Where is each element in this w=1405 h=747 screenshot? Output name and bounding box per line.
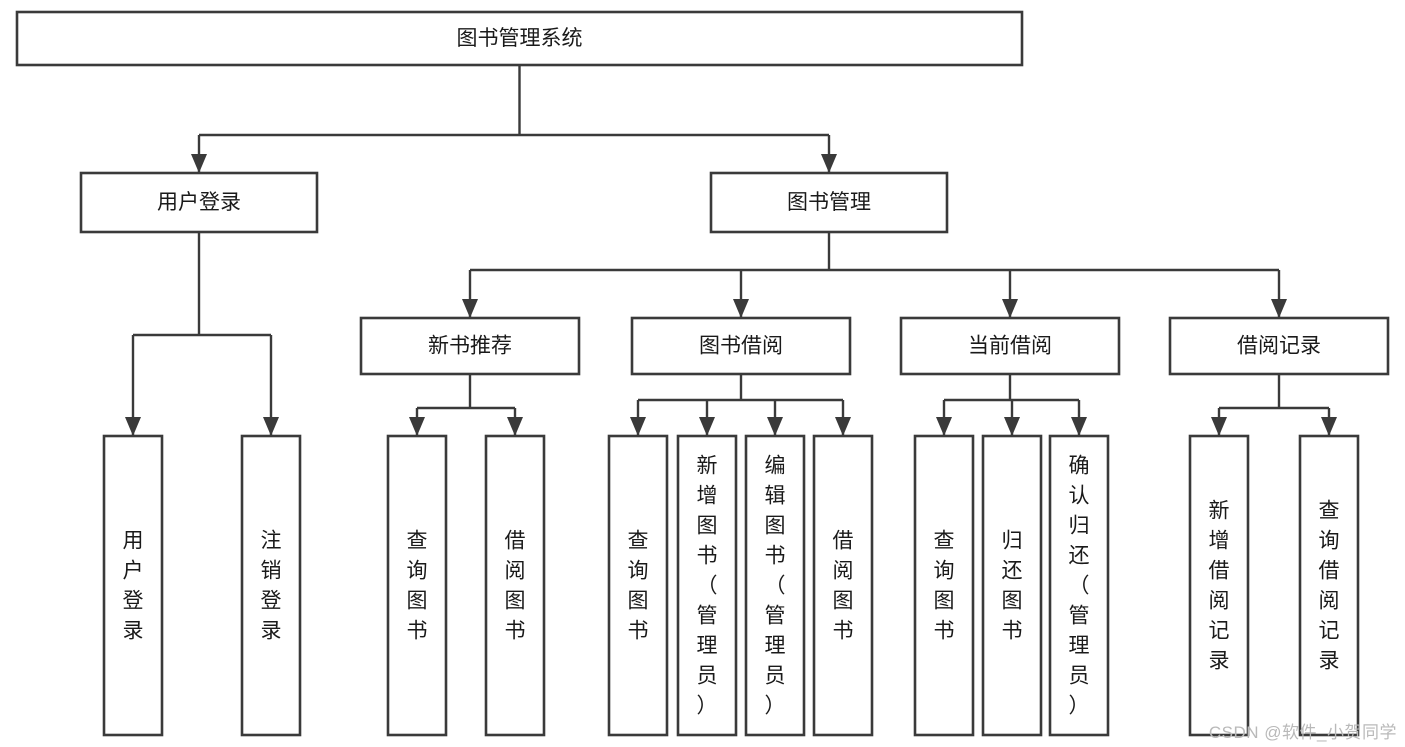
node-box bbox=[812, 434, 874, 737]
arrow-head-icon bbox=[821, 154, 837, 173]
node-leaf-借阅图书[interactable]: 借阅图书 bbox=[484, 434, 546, 737]
node-level2-借阅记录[interactable]: 借阅记录 bbox=[1168, 316, 1390, 376]
node-leaf-确认归还管理员[interactable]: 确认归还（管理员） bbox=[1048, 434, 1110, 737]
node-box bbox=[630, 316, 852, 376]
arrow-head-icon bbox=[1321, 417, 1337, 436]
node-box bbox=[484, 434, 546, 737]
node-label: 新增借阅记录 bbox=[1209, 500, 1230, 673]
node-label: 编辑图书（管理员） bbox=[765, 455, 786, 718]
node-label: 查询借阅记录 bbox=[1319, 500, 1340, 673]
node-level1-用户登录[interactable]: 用户登录 bbox=[79, 171, 319, 234]
node-box bbox=[359, 316, 581, 376]
arrow-head-icon bbox=[1071, 417, 1087, 436]
node-box bbox=[102, 434, 164, 737]
node-label: 图书管理系统 bbox=[457, 27, 583, 50]
node-label: 图书管理 bbox=[787, 191, 871, 214]
node-label: 借阅图书 bbox=[505, 530, 526, 643]
node-label: 归还图书 bbox=[1002, 530, 1023, 643]
node-box bbox=[240, 434, 302, 737]
arrow-head-icon bbox=[1211, 417, 1227, 436]
node-label: 借阅图书 bbox=[833, 530, 854, 643]
watermark-label: CSDN @软件_小贺同学 bbox=[1208, 723, 1397, 742]
connector-layer bbox=[125, 65, 1337, 436]
node-label: 用户登录 bbox=[157, 191, 241, 214]
node-label: 查询图书 bbox=[934, 530, 955, 643]
arrow-head-icon bbox=[462, 299, 478, 318]
arrow-head-icon bbox=[409, 417, 425, 436]
node-leaf-新增借阅记录[interactable]: 新增借阅记录 bbox=[1188, 434, 1250, 737]
node-label: 新增图书（管理员） bbox=[697, 455, 718, 718]
node-level2-图书借阅[interactable]: 图书借阅 bbox=[630, 316, 852, 376]
node-leaf-新增图书管理员[interactable]: 新增图书（管理员） bbox=[676, 434, 738, 737]
node-box bbox=[1298, 434, 1360, 737]
node-label: 当前借阅 bbox=[968, 335, 1052, 358]
arrow-head-icon bbox=[507, 417, 523, 436]
node-leaf-编辑图书管理员[interactable]: 编辑图书（管理员） bbox=[744, 434, 806, 737]
node-leaf-查询图书[interactable]: 查询图书 bbox=[386, 434, 448, 737]
node-box bbox=[1188, 434, 1250, 737]
node-box bbox=[913, 434, 975, 737]
node-level2-当前借阅[interactable]: 当前借阅 bbox=[899, 316, 1121, 376]
node-leaf-查询图书[interactable]: 查询图书 bbox=[913, 434, 975, 737]
node-label: 查询图书 bbox=[628, 530, 649, 643]
node-leaf-用户登录[interactable]: 用户登录 bbox=[102, 434, 164, 737]
node-box bbox=[1168, 316, 1390, 376]
arrow-head-icon bbox=[835, 417, 851, 436]
node-label: 图书借阅 bbox=[699, 335, 783, 358]
node-box bbox=[79, 171, 319, 234]
node-box bbox=[899, 316, 1121, 376]
node-box bbox=[607, 434, 669, 737]
node-level2-新书推荐[interactable]: 新书推荐 bbox=[359, 316, 581, 376]
node-label: 确认归还（管理员） bbox=[1069, 455, 1090, 718]
node-box bbox=[981, 434, 1043, 737]
node-leaf-注销登录[interactable]: 注销登录 bbox=[240, 434, 302, 737]
node-level1-图书管理[interactable]: 图书管理 bbox=[709, 171, 949, 234]
node-leaf-归还图书[interactable]: 归还图书 bbox=[981, 434, 1043, 737]
node-box bbox=[1048, 434, 1110, 737]
node-leaf-借阅图书[interactable]: 借阅图书 bbox=[812, 434, 874, 737]
node-label: 新书推荐 bbox=[428, 335, 512, 358]
node-box bbox=[744, 434, 806, 737]
arrow-head-icon bbox=[733, 299, 749, 318]
arrow-head-icon bbox=[191, 154, 207, 173]
arrow-head-icon bbox=[1271, 299, 1287, 318]
node-box bbox=[386, 434, 448, 737]
node-label: 注销登录 bbox=[261, 530, 282, 643]
node-box bbox=[676, 434, 738, 737]
arrow-head-icon bbox=[125, 417, 141, 436]
arrow-head-icon bbox=[936, 417, 952, 436]
arrow-head-icon bbox=[767, 417, 783, 436]
node-root-图书管理系统[interactable]: 图书管理系统 bbox=[15, 10, 1024, 67]
arrow-head-icon bbox=[630, 417, 646, 436]
arrow-head-icon bbox=[699, 417, 715, 436]
node-layer: 图书管理系统用户登录图书管理新书推荐图书借阅当前借阅借阅记录用户登录注销登录查询… bbox=[15, 10, 1390, 737]
node-box bbox=[15, 10, 1024, 67]
node-label: 用户登录 bbox=[123, 530, 144, 643]
arrow-head-icon bbox=[1002, 299, 1018, 318]
node-label: 借阅记录 bbox=[1237, 335, 1321, 358]
node-leaf-查询借阅记录[interactable]: 查询借阅记录 bbox=[1298, 434, 1360, 737]
arrow-head-icon bbox=[1004, 417, 1020, 436]
arrow-head-icon bbox=[263, 417, 279, 436]
node-box bbox=[709, 171, 949, 234]
node-label: 查询图书 bbox=[407, 530, 428, 643]
node-leaf-查询图书[interactable]: 查询图书 bbox=[607, 434, 669, 737]
